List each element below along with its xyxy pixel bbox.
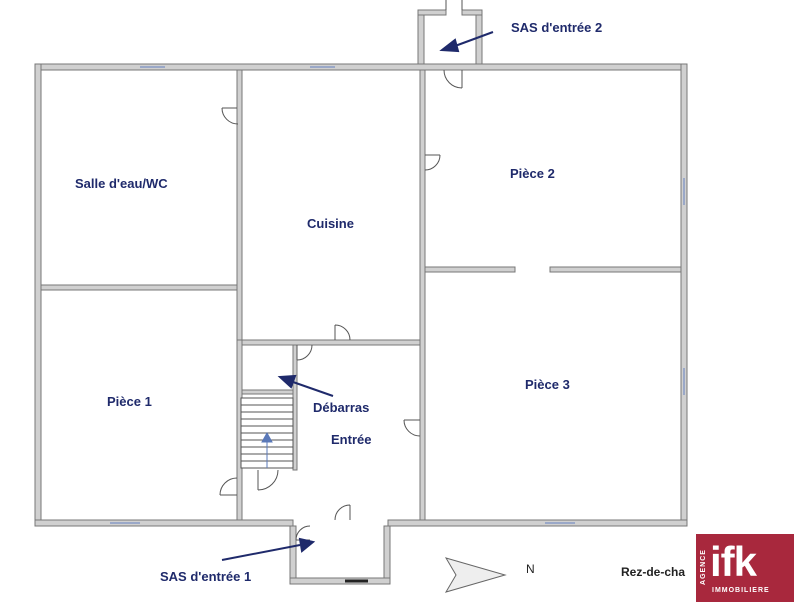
room-label-salle-deau: Salle d'eau/WC — [75, 176, 168, 191]
arrow-debarras — [292, 381, 334, 397]
doors — [219, 0, 463, 541]
walls — [34, 9, 688, 585]
wall-piece2-right — [549, 266, 682, 273]
outer-wall-right — [680, 63, 688, 527]
room-label-entree: Entrée — [331, 432, 371, 447]
door-debarras — [296, 344, 313, 361]
door-piece3 — [403, 419, 421, 437]
wall-piece2-left — [424, 266, 516, 273]
stair-arrow-icon — [261, 431, 273, 443]
door-sas1 — [295, 525, 311, 541]
door-piece1 — [219, 477, 238, 496]
wall-debarras-right — [292, 344, 298, 471]
wall-salle-cuisine — [236, 69, 243, 341]
arrow-debarras-head — [277, 374, 297, 389]
wall-sas1-bottom — [289, 577, 391, 585]
room-label-piece-3: Pièce 3 — [525, 377, 570, 392]
north-arrow-icon — [444, 557, 507, 593]
room-label-cuisine: Cuisine — [307, 216, 354, 231]
room-label-piece-1: Pièce 1 — [107, 394, 152, 409]
door-cuisine — [334, 324, 351, 341]
north-label: N — [526, 562, 535, 576]
door-sas2 — [443, 69, 463, 89]
staircase — [240, 397, 294, 469]
north-indicator: N — [444, 557, 535, 593]
wall-sas1-left — [289, 525, 297, 585]
wall-sas2-left — [417, 9, 425, 65]
wall-sas2-top-right — [461, 9, 483, 16]
door-piece2 — [424, 154, 441, 171]
door-stair — [257, 469, 279, 491]
arrow-sas2-head — [439, 38, 460, 53]
wall-sas1-right — [383, 525, 391, 585]
callout-label-sas-2: SAS d'entrée 2 — [511, 20, 602, 35]
door-entree — [334, 504, 351, 521]
door-sas2-top — [445, 0, 463, 10]
agency-logo: AGENCE ifk IMMOBILIERE — [696, 534, 794, 602]
wall-cuisine-right — [419, 69, 426, 521]
floor-label: Rez-de-cha — [621, 565, 685, 579]
room-label-debarras: Débarras — [313, 400, 369, 415]
wall-cuisine-bottom — [241, 339, 421, 346]
outer-wall-left — [34, 63, 42, 527]
arrow-sas1-head — [298, 537, 316, 553]
outer-wall-bottom-left — [34, 519, 294, 527]
wall-salle-piece1 — [40, 284, 238, 291]
windows — [110, 66, 685, 583]
outer-wall-bottom-right — [387, 519, 688, 527]
logo-name: ifk — [710, 538, 757, 585]
logo-bottom-text: IMMOBILIERE — [712, 587, 770, 594]
logo-side-text: AGENCE — [700, 549, 707, 585]
wall-debarras-bottom — [241, 389, 294, 395]
door-salle — [221, 107, 239, 125]
wall-sas2-top — [417, 9, 447, 16]
room-label-piece-2: Pièce 2 — [510, 166, 555, 181]
outer-wall-top — [34, 63, 688, 71]
callout-label-sas-1: SAS d'entrée 1 — [160, 569, 251, 584]
arrow-sas2 — [454, 31, 494, 47]
callout-arrows — [221, 31, 494, 561]
arrow-sas1 — [221, 544, 301, 561]
